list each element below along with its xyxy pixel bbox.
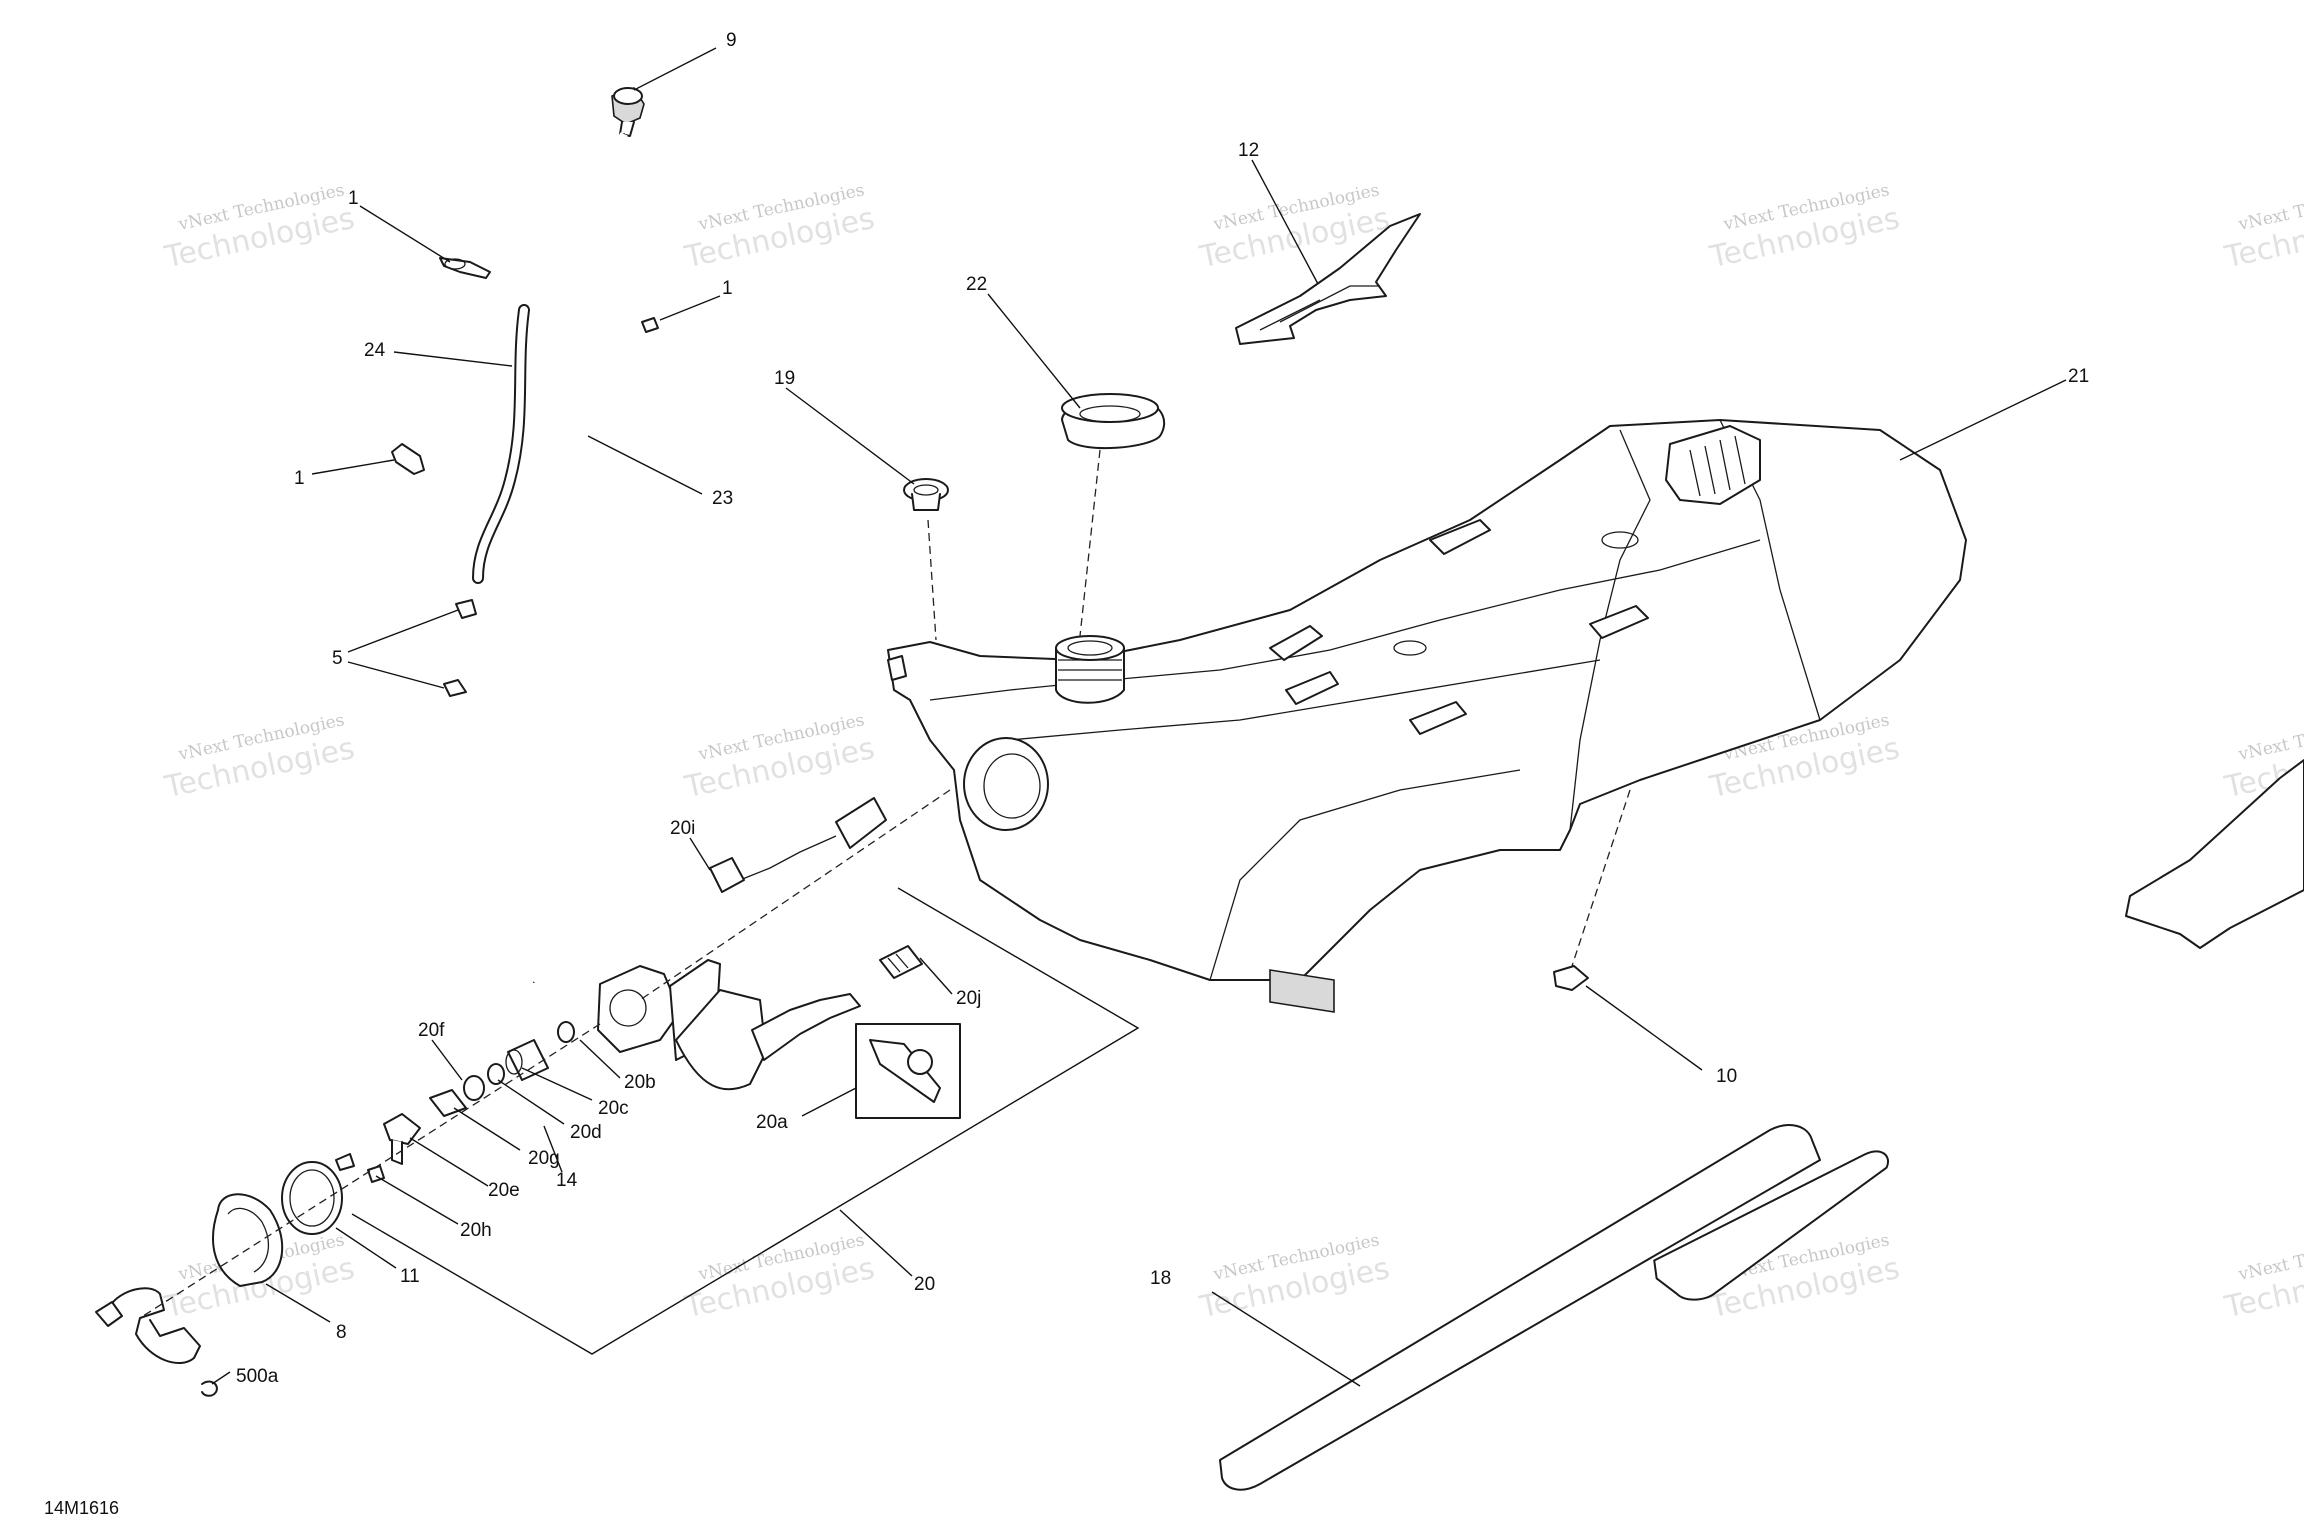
- part-clip-1-mid: [391, 443, 425, 475]
- callout-21: 21: [2068, 366, 2089, 387]
- part-heat-shield-12: [1235, 213, 1421, 345]
- part-vent-hose-23: [530, 132, 628, 985]
- part-fuel-level-sender-20i: [709, 797, 887, 893]
- part-oring-20d: [487, 1063, 505, 1085]
- part-short-hose-24: [472, 304, 530, 584]
- part-fuel-tank-21: [887, 419, 1967, 1013]
- callout-24: 24: [364, 340, 386, 361]
- callout-18: 18: [1150, 1268, 1171, 1289]
- part-clip-5-upper: [455, 599, 477, 619]
- part-clamp-ring-8: [212, 1193, 284, 1287]
- callout-10: 10: [1716, 1066, 1737, 1087]
- leader-lines: [211, 47, 2067, 1387]
- part-oring-20f: [463, 1075, 485, 1101]
- callout-1: 1: [294, 468, 305, 489]
- callout-20f: 20f: [418, 1020, 445, 1041]
- part-clip-1-top: [439, 257, 491, 279]
- callout-500a: 500a: [236, 1366, 279, 1387]
- callout-20d: 20d: [570, 1122, 602, 1143]
- part-oring-20b-small: [557, 1021, 575, 1043]
- part-vent-fitting-9: [611, 87, 645, 137]
- callout-20i: 20i: [670, 818, 695, 839]
- part-grommet-19: [903, 478, 949, 511]
- part-clip-5-lower: [443, 679, 467, 697]
- callout-19: 19: [774, 368, 795, 389]
- callout-22: 22: [966, 274, 987, 295]
- callout-1: 1: [722, 278, 733, 299]
- assembly-20-outline: [351, 887, 1140, 1355]
- inset-20a: [855, 1023, 961, 1119]
- assembly-dashed-lines: [139, 449, 1631, 1319]
- part-regulator-20e: [383, 1113, 421, 1165]
- callout-20: 20: [914, 1274, 935, 1295]
- part-clip-1-small: [641, 317, 659, 333]
- callout-11: 11: [400, 1266, 420, 1287]
- callout-8: 8: [336, 1322, 347, 1343]
- callout-14: 14: [556, 1170, 578, 1191]
- part-fuel-pump-20b: [597, 959, 861, 1091]
- callout-20b: 20b: [624, 1072, 656, 1093]
- callout-20h: 20h: [460, 1220, 492, 1241]
- callout-labels: 9 1 1 1 24 23 5 12 22 19 21 20i 20j 20f …: [236, 30, 2089, 1387]
- callout-20a: 20a: [756, 1112, 788, 1133]
- callout-20j: 20j: [956, 988, 981, 1009]
- part-screw-14: [335, 1153, 355, 1171]
- callout-23: 23: [712, 488, 733, 509]
- part-filter-20c: [505, 1039, 549, 1081]
- part-ring-nut-11: [281, 1161, 343, 1235]
- part-grommet-10: [1553, 965, 1589, 991]
- callout-9: 9: [726, 30, 737, 51]
- part-fitting-20j: [879, 945, 923, 979]
- callout-1: 1: [348, 188, 359, 209]
- callout-20e: 20e: [488, 1180, 520, 1201]
- callout-20g: 20g: [528, 1148, 560, 1169]
- figure-id: 14M1616: [44, 1498, 119, 1518]
- part-fuel-cap-22: [1061, 393, 1166, 450]
- part-hose-elbow-500a: [95, 1287, 218, 1397]
- part-pad-18: [1219, 1124, 1889, 1491]
- callout-12: 12: [1238, 140, 1259, 161]
- part-bracket-edge-right: [2125, 759, 2304, 949]
- callout-5: 5: [332, 648, 343, 669]
- callout-20c: 20c: [598, 1098, 629, 1119]
